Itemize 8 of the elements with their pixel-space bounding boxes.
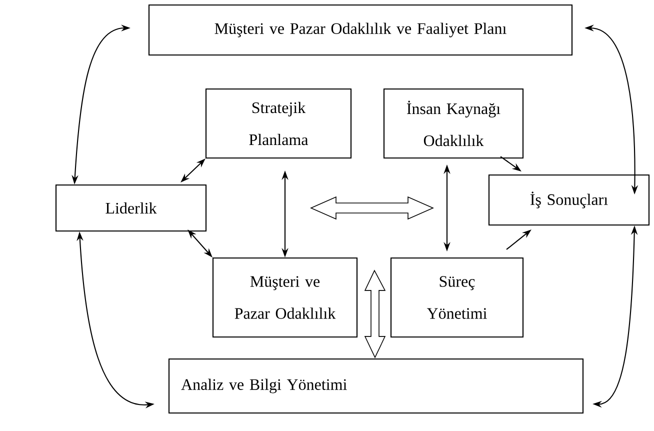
text-box: Süreç Yönetimi xyxy=(390,257,524,338)
text-box: Analiz ve Bilgi Yönetimi xyxy=(168,358,584,414)
text-box: Liderlik xyxy=(55,184,207,232)
text-box: İnsan Kaynağı Odaklılık xyxy=(383,88,524,159)
text-box: Stratejik Planlama xyxy=(205,88,352,159)
text-box: Müşteri ve Pazar Odaklılık xyxy=(212,257,358,338)
text-box: Müşteri ve Pazar Odaklılık ve Faaliyet Planı xyxy=(148,4,573,56)
text-box: İş Sonuçları xyxy=(488,174,650,226)
